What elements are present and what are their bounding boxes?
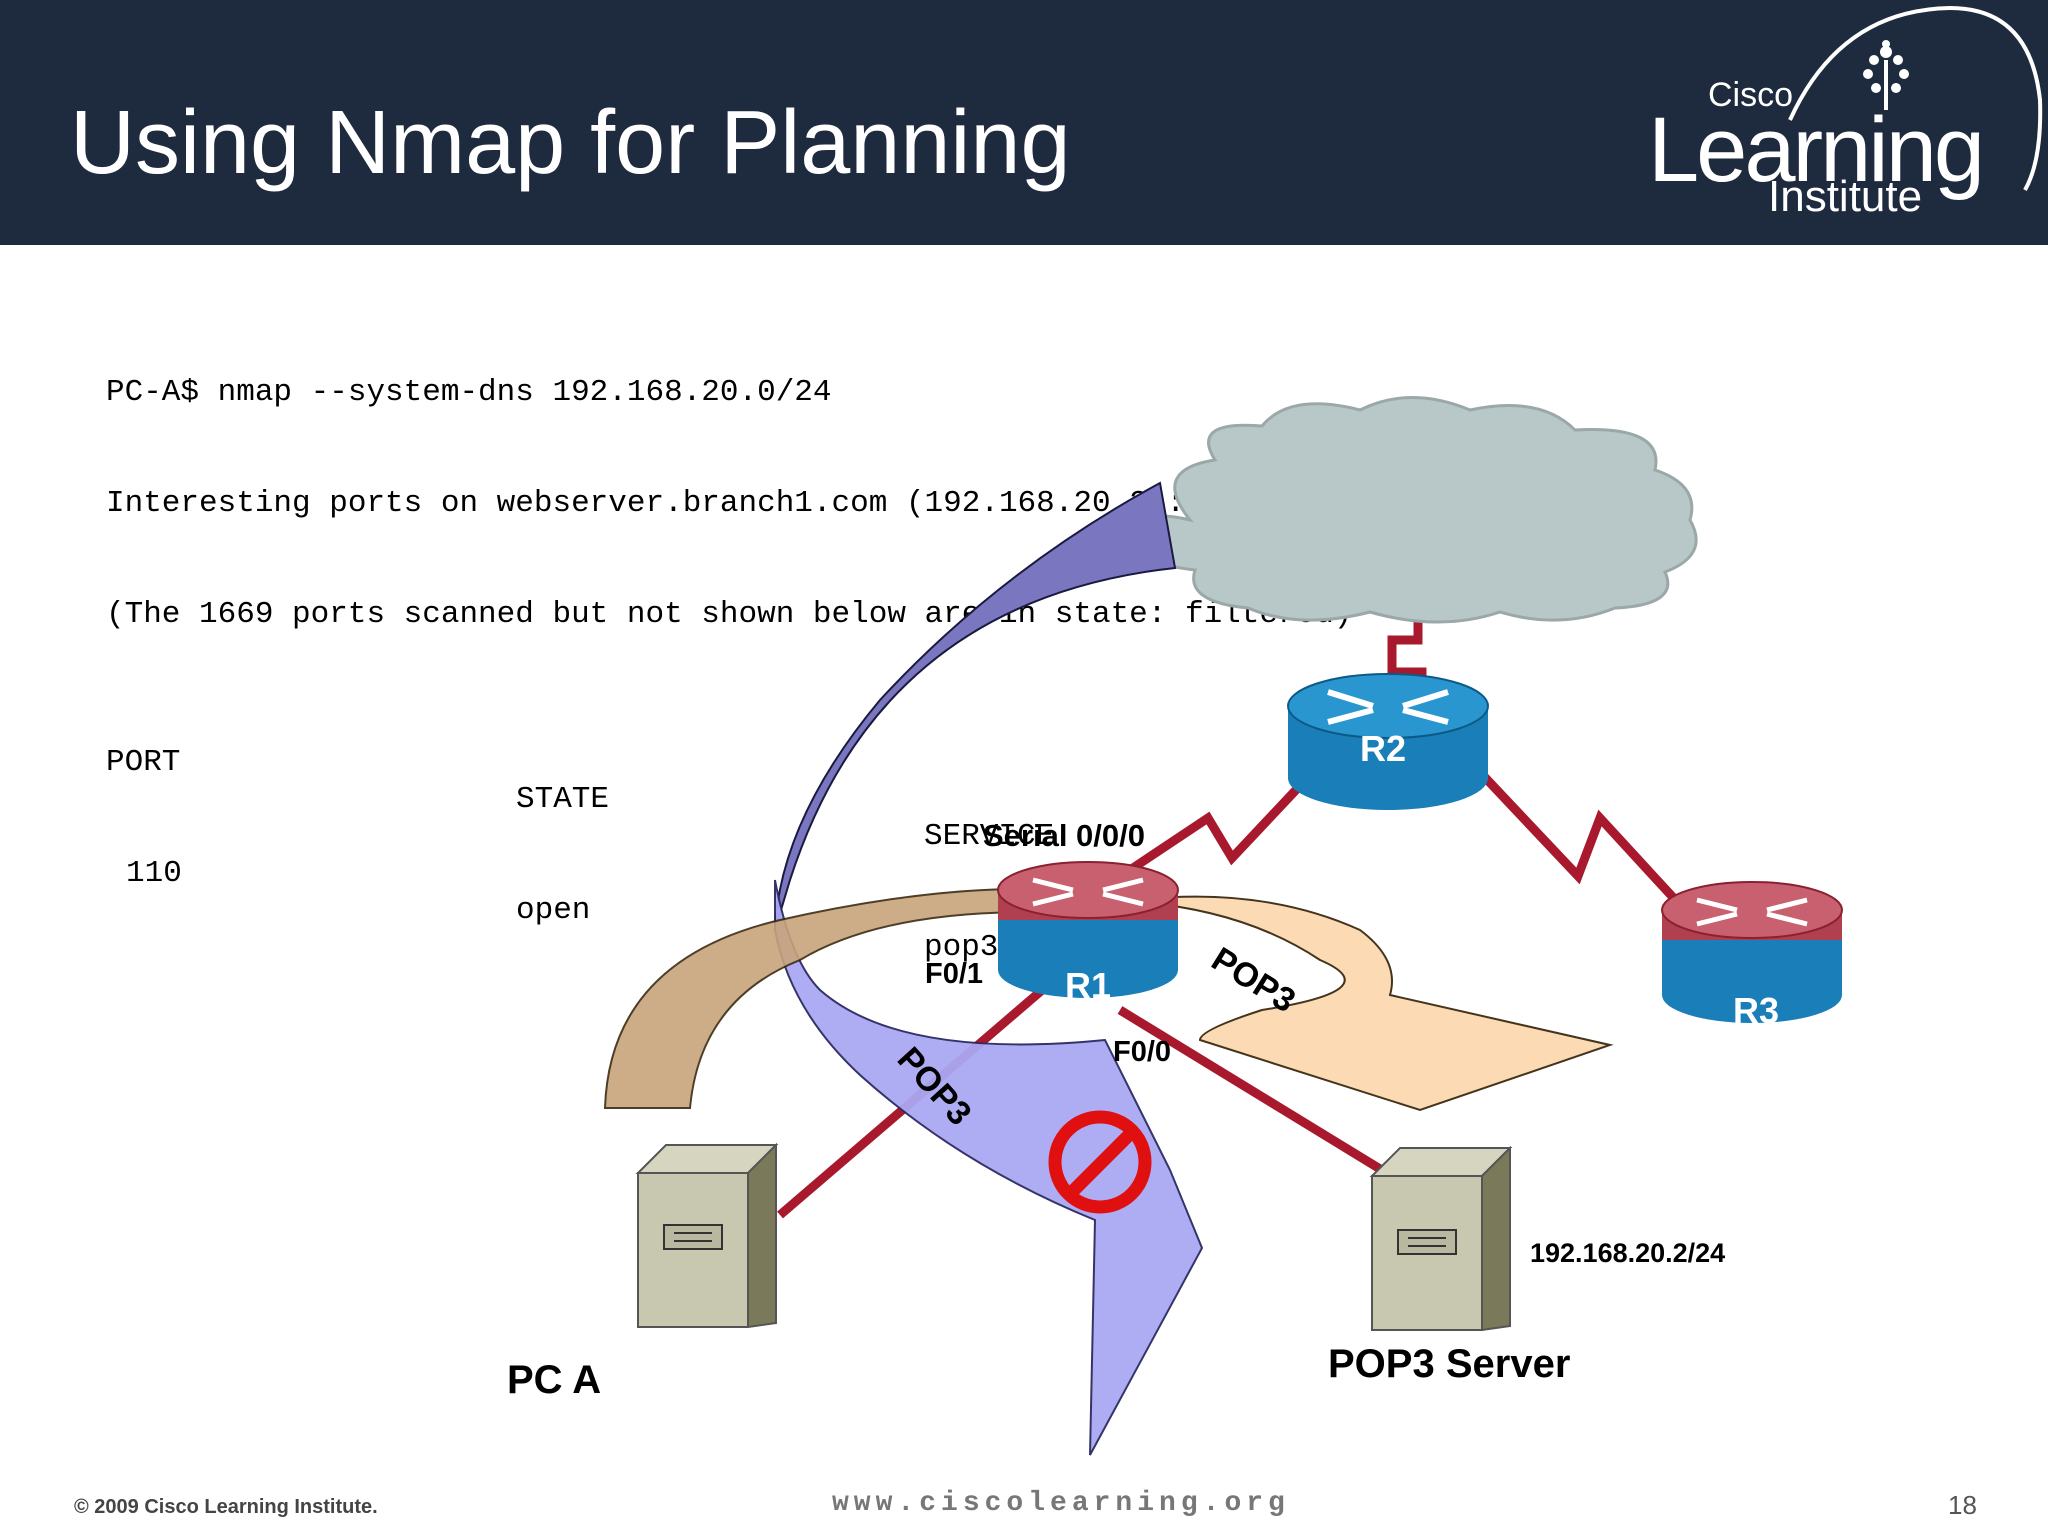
cloud-icon — [1124, 396, 1698, 624]
interface-serial-label: Serial 0/0/0 — [983, 818, 1146, 853]
page-number: 18 — [1948, 1490, 1977, 1520]
link-r2-r3-serial — [1474, 766, 1684, 909]
console-header-port: PORT — [106, 745, 181, 780]
router-r3-label: R3 — [1733, 990, 1780, 1031]
router-r3-icon — [1661, 881, 1843, 1023]
network-links — [777, 612, 1684, 1219]
console-row-port: 110 — [126, 856, 182, 891]
interface-f00-label: F0/0 — [1113, 1036, 1172, 1068]
logo-institute-text: Institute — [1768, 172, 1923, 221]
cisco-learning-institute-logo: Cisco Learning Institute — [1630, 0, 2048, 245]
link-r1-r2-serial — [1127, 771, 1314, 874]
console-table-header: PORT STATE SERVICE — [106, 707, 1352, 854]
footer-copyright: © 2009 Cisco Learning Institute. — [74, 1496, 378, 1518]
router-r2-label: R2 — [1360, 728, 1407, 769]
router-r2-icon — [1287, 673, 1489, 810]
pop3-response-arrow-icon — [1089, 895, 1614, 1112]
pop3-server-label: POP3 Server — [1328, 1342, 1571, 1386]
blocked-traffic-icon — [1048, 1110, 1152, 1214]
pc-a-tower-icon — [635, 1142, 779, 1329]
pop3-request-arrow-icon — [774, 481, 1177, 931]
console-header-state: STATE — [516, 782, 610, 817]
logo-swoosh-tree-icon — [1788, 5, 2043, 191]
footer-url: www.ciscolearning.org — [832, 1488, 1290, 1519]
pc-a-label: PC A — [507, 1358, 602, 1402]
console-command-line: PC-A$ nmap --system-dns 192.168.20.0/24 — [106, 375, 832, 410]
slide-title: Using Nmap for Planning — [70, 93, 1071, 193]
router-r1-icon — [997, 861, 1179, 998]
header-band: Using Nmap for Planning Cisco Learning I… — [0, 0, 2048, 245]
pop3-blocked-arrow-icon — [774, 879, 1204, 1456]
console-table-row: 110 open pop3 — [106, 818, 1352, 965]
console-row-state: open — [516, 893, 591, 928]
logo-learning-text: Learning — [1648, 99, 1985, 201]
interface-f01-label: F0/1 — [925, 958, 984, 990]
logo-cisco-text: Cisco — [1708, 76, 1794, 114]
console-header-service: SERVICE — [924, 819, 1055, 854]
console-row-service: pop3 — [924, 930, 999, 965]
pop3-server-tower-icon — [1369, 1145, 1513, 1332]
link-r1-pop3-server — [1117, 1006, 1388, 1176]
pop3-server-ip-label: 192.168.20.2/24 — [1530, 1238, 1726, 1268]
router-r1-label: R1 — [1065, 965, 1112, 1006]
